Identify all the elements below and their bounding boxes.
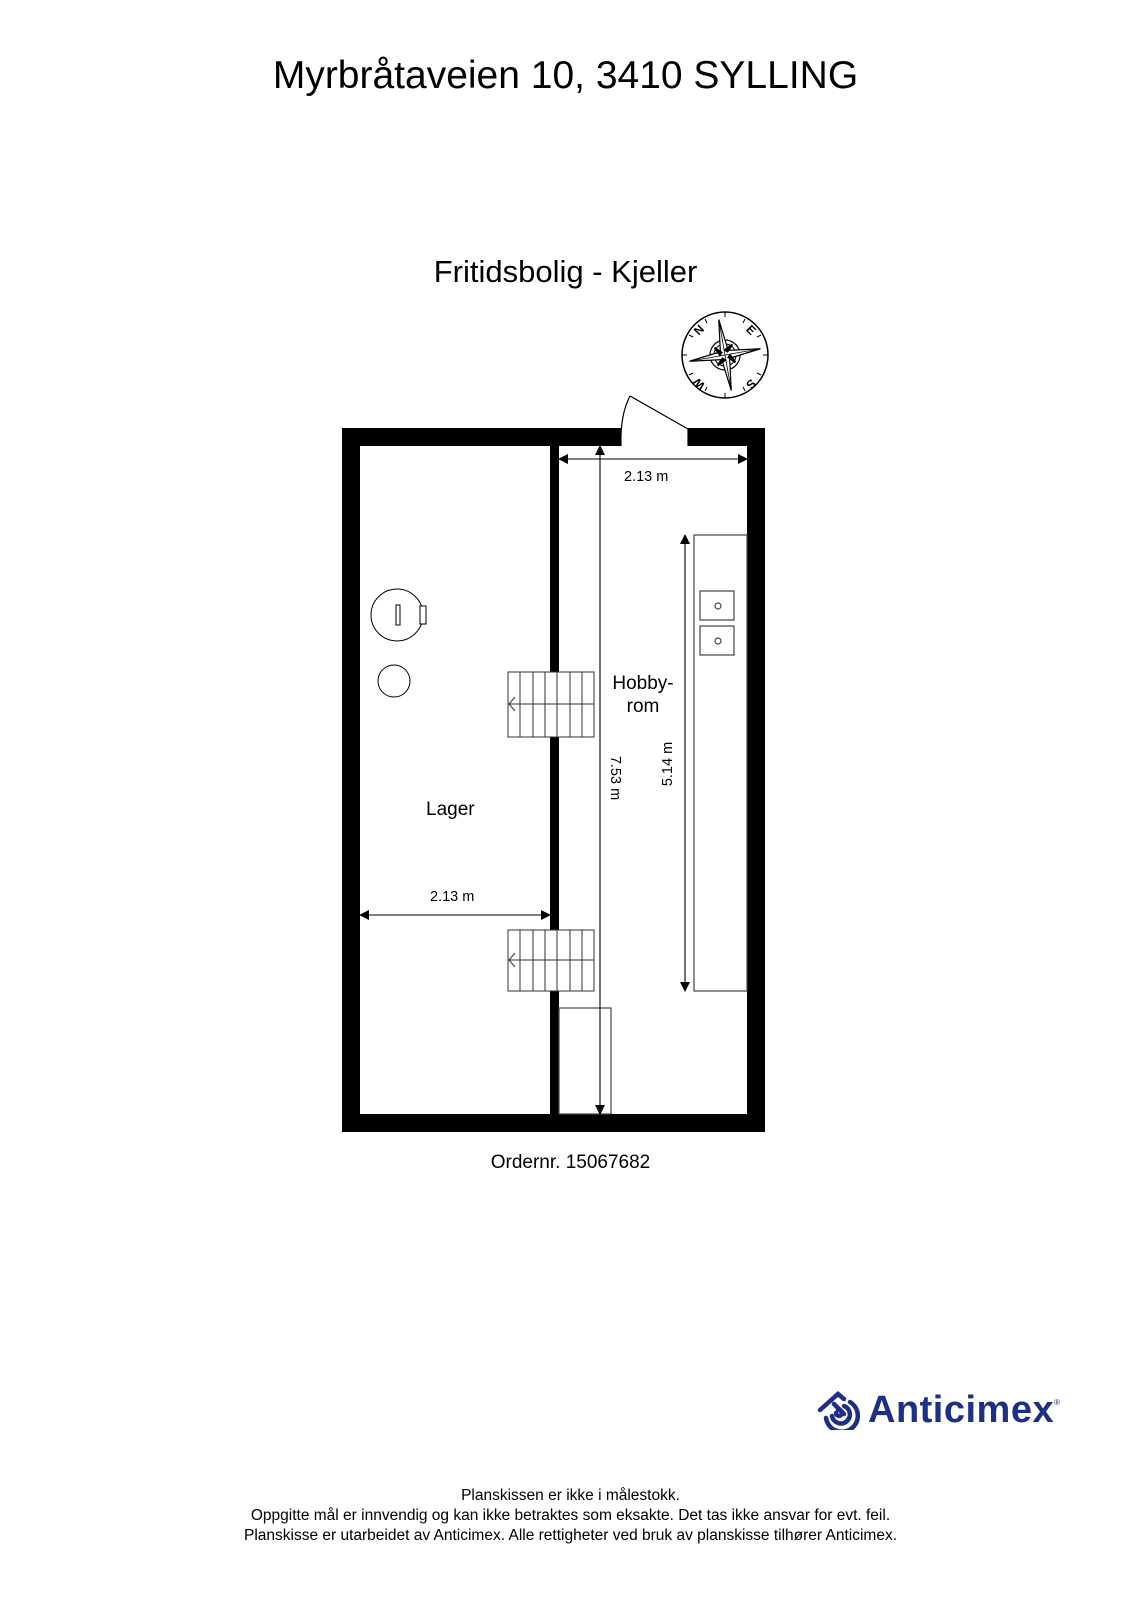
room-label-hobbyrom-line1: Hobby- [612, 673, 674, 694]
room-label-hobbyrom: Hobby- rom [603, 672, 683, 718]
kitchen-counter [693, 534, 748, 992]
entrance-door [619, 395, 689, 447]
disclaimer-line-1: Planskissen er ikke i målestokk. [461, 1487, 680, 1504]
anticimex-logo: Anticimex ® [816, 1388, 1060, 1432]
dimension-counter-length: 5.14 m [660, 741, 676, 787]
interior-wall [550, 446, 559, 1114]
cabinet [558, 1007, 612, 1115]
room-label-hobbyrom-line2: rom [626, 696, 660, 717]
staircase-lower [507, 929, 595, 992]
compass-rose-icon: N E S W [681, 311, 769, 399]
disclaimer-line-2: Oppgitte mål er innvendig og kan ikke be… [250, 1507, 891, 1524]
floor-title: Fritidsbolig - Kjeller [433, 254, 698, 289]
anticimex-wordmark: Anticimex [868, 1389, 1055, 1431]
dimension-hobbyrom-length: 7.53 m [607, 755, 623, 801]
dimension-hobbyrom-width: 2.13 m [624, 469, 669, 485]
order-number: Ordernr. 15067682 [490, 1152, 651, 1173]
tank-icon [377, 664, 411, 698]
anticimex-swirl-icon [817, 1391, 861, 1430]
water-heater-icon [370, 588, 427, 642]
dimension-lines [359, 445, 748, 1115]
exterior-walls [342, 428, 765, 1132]
staircase-upper [507, 671, 595, 738]
property-address-title: Myrbråtaveien 10, 3410 SYLLING [272, 54, 859, 97]
disclaimer-footer: Planskissen er ikke i målestokk. Oppgitt… [0, 1486, 1131, 1546]
disclaimer-line-3: Planskisse er utarbeidet av Anticimex. A… [243, 1527, 897, 1544]
room-label-lager: Lager [426, 799, 475, 820]
dimension-lager-width: 2.13 m [430, 889, 475, 905]
registered-mark: ® [1054, 1398, 1061, 1407]
